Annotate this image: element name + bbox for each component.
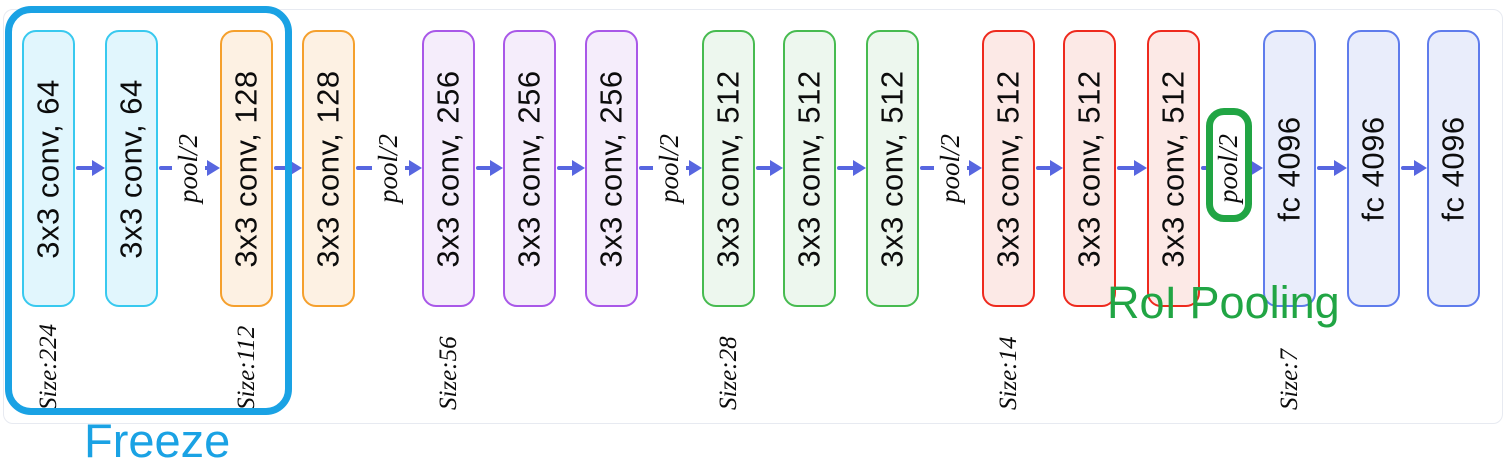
conv-block: 3x3 conv, 64 xyxy=(105,30,158,307)
flow-arrow-line xyxy=(920,166,971,170)
conv-block: 3x3 conv, 512 xyxy=(783,30,836,307)
flow-arrow-head xyxy=(207,160,220,176)
conv-block: 3x3 conv, 512 xyxy=(982,30,1035,307)
flow-arrow-line xyxy=(756,166,772,170)
flow-arrow-head xyxy=(1134,160,1147,176)
flow-arrow-line xyxy=(1036,166,1052,170)
conv-block: 3x3 conv, 256 xyxy=(422,30,475,307)
conv-block: 3x3 conv, 128 xyxy=(302,30,355,307)
flow-arrow-line xyxy=(557,166,574,170)
diagram-frame xyxy=(3,9,1503,424)
layer-label: 3x3 conv, 256 xyxy=(430,69,466,268)
roi-pooling-box xyxy=(1206,108,1252,222)
roi-pooling-label: RoI Pooling xyxy=(1107,277,1340,328)
flow-arrow-line xyxy=(274,166,291,170)
layer-label: fc 4096 xyxy=(1271,115,1307,222)
size-label: Size:14 xyxy=(994,336,1022,410)
freeze-label: Freeze xyxy=(84,414,231,467)
flow-arrow-line xyxy=(639,166,691,170)
flow-arrow-line xyxy=(1317,166,1336,170)
layer-label: 3x3 conv, 512 xyxy=(874,69,910,268)
fc-block: fc 4096 xyxy=(1263,30,1316,307)
flow-arrow-head xyxy=(1334,160,1347,176)
conv-block: 3x3 conv, 128 xyxy=(220,30,273,307)
layer-label: 3x3 conv, 512 xyxy=(791,69,827,268)
layer-label: 3x3 conv, 256 xyxy=(511,69,547,268)
flow-arrow-line xyxy=(837,166,855,170)
flow-arrow-line xyxy=(76,166,94,170)
flow-arrow-head xyxy=(92,160,105,176)
flow-arrow-line xyxy=(1401,166,1416,170)
flow-arrow-head xyxy=(770,160,783,176)
layer-label: 3x3 conv, 256 xyxy=(593,69,629,268)
flow-arrow-head xyxy=(289,160,302,176)
size-label: Size:56 xyxy=(434,336,462,410)
layer-label: fc 4096 xyxy=(1435,115,1471,222)
conv-block: 3x3 conv, 256 xyxy=(585,30,638,307)
freeze-region-box xyxy=(5,6,292,415)
size-label: Size:7 xyxy=(1275,348,1303,410)
flow-arrow-head xyxy=(409,160,422,176)
layer-label: 3x3 conv, 512 xyxy=(990,69,1026,268)
conv-block: 3x3 conv, 256 xyxy=(503,30,556,307)
layer-label: fc 4096 xyxy=(1355,115,1391,222)
flow-arrow-head xyxy=(969,160,982,176)
flow-arrow-head xyxy=(572,160,585,176)
layer-label: 3x3 conv, 512 xyxy=(710,69,746,268)
flow-arrow-head xyxy=(1050,160,1063,176)
flow-arrow-head xyxy=(490,160,503,176)
layer-label: 3x3 conv, 128 xyxy=(310,69,346,268)
fc-block: fc 4096 xyxy=(1347,30,1400,307)
conv-block: 3x3 conv, 512 xyxy=(702,30,755,307)
layer-label: 3x3 conv, 512 xyxy=(1155,69,1191,268)
flow-arrow-head xyxy=(853,160,866,176)
conv-block: 3x3 conv, 512 xyxy=(1063,30,1116,307)
flow-arrow-line xyxy=(476,166,492,170)
size-label: Size:28 xyxy=(714,336,742,410)
conv-block: 3x3 conv, 64 xyxy=(22,30,75,307)
conv-block: 3x3 conv, 512 xyxy=(1147,30,1200,307)
fc-block: fc 4096 xyxy=(1427,30,1480,307)
flow-arrow-head xyxy=(1250,160,1263,176)
layer-label: 3x3 conv, 512 xyxy=(1071,69,1107,268)
flow-arrow-line xyxy=(356,166,411,170)
flow-arrow-line xyxy=(1117,166,1136,170)
conv-block: 3x3 conv, 512 xyxy=(866,30,919,307)
flow-arrow-head xyxy=(1414,160,1427,176)
flow-arrow-head xyxy=(689,160,702,176)
